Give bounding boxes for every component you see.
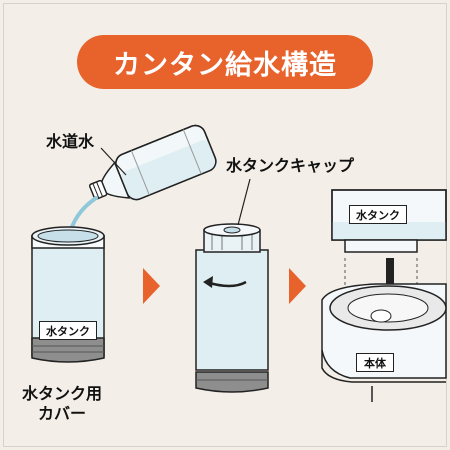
water-tank-1 xyxy=(31,226,105,363)
tank-tag-step3: 水タンク xyxy=(349,205,407,224)
tap-water-leader xyxy=(100,147,127,176)
tank-cap-label: 水タンクキャップ xyxy=(226,156,355,175)
water-bottle xyxy=(88,124,218,201)
tank-into-body xyxy=(321,189,447,402)
body-tag: 本体 xyxy=(356,353,394,372)
water-tank-2 xyxy=(195,223,269,393)
rotate-arrow-icon xyxy=(203,276,247,288)
tank-cover-label-line2: カバー xyxy=(38,404,87,423)
title-text: カンタン給水構造 xyxy=(113,49,337,81)
tap-water-label: 水道水 xyxy=(46,132,95,151)
tank-tag-step1: 水タンク xyxy=(39,321,97,340)
title-banner: カンタン給水構造 xyxy=(77,35,373,89)
tank-cap-leader xyxy=(237,178,251,226)
step-arrow-2 xyxy=(289,268,306,304)
tank-cover-label: 水タンク用 カバー xyxy=(22,384,102,424)
tank-cover-label-line1: 水タンク用 xyxy=(22,384,103,403)
step-arrow-1 xyxy=(143,268,160,304)
